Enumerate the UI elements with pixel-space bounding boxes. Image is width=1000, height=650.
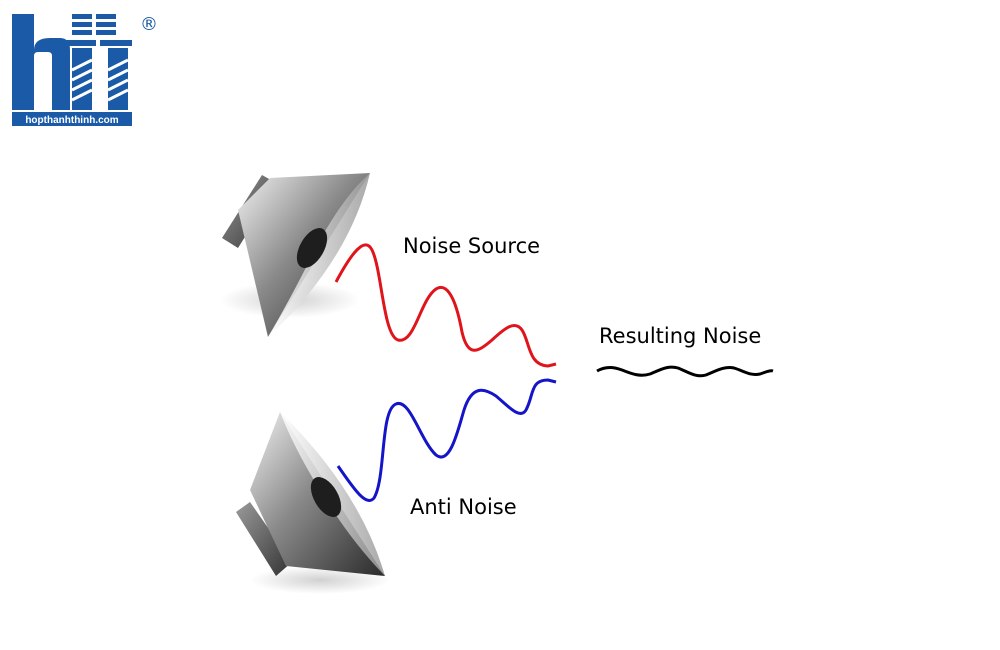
noise-source-speaker-icon: [220, 173, 370, 337]
noise-source-wave: [334, 243, 557, 368]
brand-logo: ® hopthanhthinh.com: [12, 14, 158, 126]
speaker-magnet: [236, 502, 292, 576]
logo-site-text: hopthanhthinh.com: [25, 115, 118, 126]
logo-site-banner: [12, 112, 132, 126]
registered-mark: ®: [140, 14, 158, 35]
anti-noise-wave: [336, 378, 557, 502]
anti-noise-speaker-icon: [236, 412, 390, 594]
logo-diagonal-stripes: [71, 58, 129, 102]
resulting-noise-label: Resulting Noise: [599, 324, 762, 348]
logo-letter-h: [12, 14, 70, 110]
noise-source-label: Noise Source: [403, 234, 541, 258]
resulting-noise-wave: [596, 365, 774, 378]
anti-noise-label: Anti Noise: [410, 495, 517, 519]
speaker-dust-cap: [296, 228, 328, 268]
speaker-dust-cap: [310, 477, 342, 517]
